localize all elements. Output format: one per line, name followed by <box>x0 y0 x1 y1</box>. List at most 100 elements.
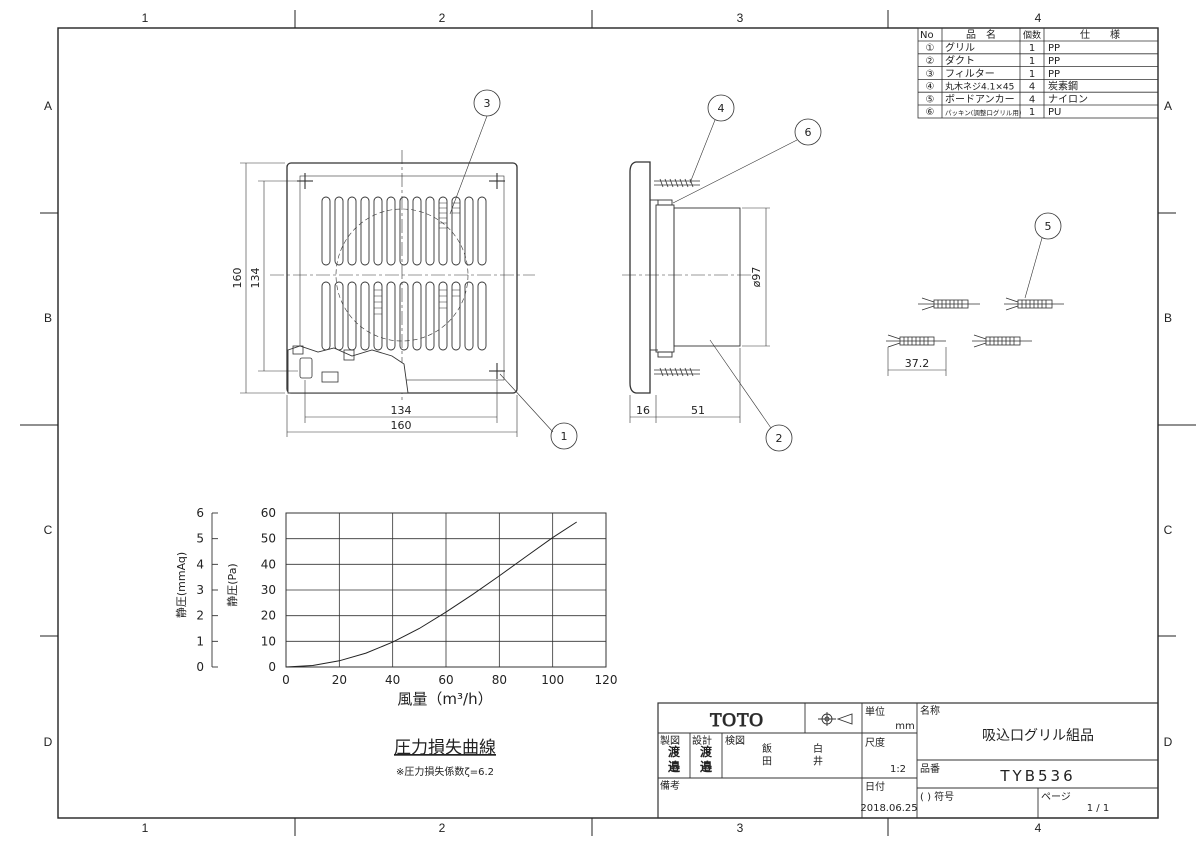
balloon-2-label: 2 <box>776 432 783 445</box>
parts-row-name: パッキン(調整口グリル用) <box>945 108 1021 117</box>
balloon-5-label: 5 <box>1045 220 1052 233</box>
chart-x-tick-label: 40 <box>385 673 400 687</box>
row-label: B <box>44 311 52 325</box>
row-label: B <box>1164 311 1172 325</box>
parts-header-qty: 個数 <box>1023 29 1041 41</box>
parts-row-qty: 1 <box>1029 43 1035 54</box>
chart-x-tick-label: 80 <box>492 673 507 687</box>
grille-slots-upper <box>321 196 487 266</box>
anchor-2 <box>1004 297 1064 311</box>
drafter-label: 製図 <box>660 734 680 747</box>
parts-row-name: 丸木ネジ4.1×45 <box>945 81 1014 93</box>
chart-y-tick-label-mmaq: 5 <box>196 532 204 546</box>
page-label: ページ <box>1041 792 1071 803</box>
anchor-1 <box>918 297 980 311</box>
parts-row-qty: 4 <box>1029 94 1035 105</box>
parts-row-spec: ナイロン <box>1048 93 1088 105</box>
projection-symbol-icon <box>818 712 853 726</box>
parts-header-no: No <box>920 30 934 41</box>
parts-row-qty: 1 <box>1029 56 1035 67</box>
dim-front-inner-h: 134 <box>249 268 262 289</box>
dim-side-depth: 51 <box>691 404 705 417</box>
col-label: 3 <box>737 821 744 835</box>
board-anchors-view <box>886 212 1064 376</box>
balloon-4-label: 4 <box>718 102 725 115</box>
parts-row-spec: 炭素鋼 <box>1048 80 1078 93</box>
title-block <box>657 702 1159 819</box>
col-label: 4 <box>1035 11 1042 25</box>
pressure-loss-curve <box>285 521 577 668</box>
parts-row-spec: PP <box>1048 43 1060 54</box>
signature-names: 渡邉 渡邉 飯田 白井 <box>668 742 823 774</box>
chart-note: ※圧力損失係数ζ=6.2 <box>396 765 494 778</box>
chart-y-tick-label-pa: 30 <box>261 583 276 597</box>
dim-front-outer-h: 160 <box>231 268 244 289</box>
unit-value: mm <box>895 721 914 732</box>
checker-label: 検図 <box>725 734 745 747</box>
balloon-3-label: 3 <box>484 97 491 110</box>
page-value: 1 / 1 <box>1087 803 1109 814</box>
parts-row-qty: 1 <box>1029 69 1035 80</box>
chart-ylabel-pa: 静圧(Pa) <box>225 563 239 606</box>
col-label: 2 <box>439 821 446 835</box>
unit-label: 単位 <box>865 705 885 718</box>
symbol-label: ( ) 符号 <box>920 790 954 803</box>
checker-name-1: 飯田 <box>762 742 772 768</box>
scale-label: 尺度 <box>865 736 885 749</box>
parts-row-spec: PP <box>1048 69 1060 80</box>
parts-row-no: ③ <box>926 69 935 80</box>
checker-name-2: 白井 <box>813 742 823 768</box>
chart-ylabel-mmaq: 静圧(mmAq) <box>174 552 188 618</box>
dim-anchor-length: 37.2 <box>905 357 930 370</box>
name-value: 吸込口グリル組品 <box>982 728 1094 744</box>
chart-y-tick-label-mmaq: 6 <box>196 506 204 520</box>
chart-grid <box>211 512 607 668</box>
chart-y-tick-label-pa: 40 <box>261 557 276 571</box>
grille-front-view <box>240 89 578 450</box>
parts-header-spec: 仕 様 <box>1080 28 1120 41</box>
designer-name: 渡邉 <box>700 744 713 774</box>
toto-logo: TOTO <box>710 710 764 731</box>
balloon-1-label: 1 <box>561 430 568 443</box>
chart-y-tick-label-mmaq: 2 <box>196 609 204 623</box>
parts-row-spec: PP <box>1048 56 1060 67</box>
row-label: C <box>1164 523 1173 537</box>
balloon-6-label: 6 <box>805 126 812 139</box>
part-label: 品番 <box>920 763 940 775</box>
chart-xlabel: 風量（m³/h） <box>397 690 492 708</box>
col-label: 2 <box>439 11 446 25</box>
drawing-frame <box>20 10 1196 836</box>
row-label: A <box>1164 99 1172 113</box>
chart-y-tick-label-mmaq: 0 <box>196 660 204 674</box>
name-label: 名称 <box>920 704 940 717</box>
parts-row-no: ② <box>926 56 935 67</box>
dim-side-diameter: ø97 <box>750 267 763 288</box>
col-label: 1 <box>142 821 149 835</box>
anchor-4 <box>972 334 1032 348</box>
parts-row-no: ④ <box>926 82 935 93</box>
parts-row-name: フィルター <box>945 68 995 80</box>
chart-y-tick-label-mmaq: 3 <box>196 583 204 597</box>
col-label: 3 <box>737 11 744 25</box>
dim-front-inner-w: 134 <box>391 404 412 417</box>
dim-side-flange: 16 <box>636 404 650 417</box>
parts-row-no: ⑤ <box>926 94 935 105</box>
chart-x-tick-label: 120 <box>595 673 618 687</box>
chart-y-tick-label-pa: 50 <box>261 532 276 546</box>
scale-value: 1:2 <box>890 764 906 775</box>
dim-front-outer-w: 160 <box>391 419 412 432</box>
col-label: 4 <box>1035 821 1042 835</box>
chart-x-tick-label: 60 <box>438 673 453 687</box>
remarks-label: 備考 <box>660 779 680 792</box>
chart-y-tick-label-pa: 20 <box>261 609 276 623</box>
chart-y-tick-label-pa: 10 <box>261 634 276 648</box>
chart-x-tick-label: 0 <box>282 673 290 687</box>
chart-x-tick-label: 100 <box>541 673 564 687</box>
chart-title: 圧力損失曲線 <box>394 738 496 758</box>
parts-row-name: ダクト <box>945 54 975 67</box>
date-value: 2018.06.25 <box>860 803 917 814</box>
parts-row-spec: PU <box>1048 107 1061 118</box>
parts-row-no: ① <box>926 43 935 54</box>
designer-label: 設計 <box>692 734 712 747</box>
